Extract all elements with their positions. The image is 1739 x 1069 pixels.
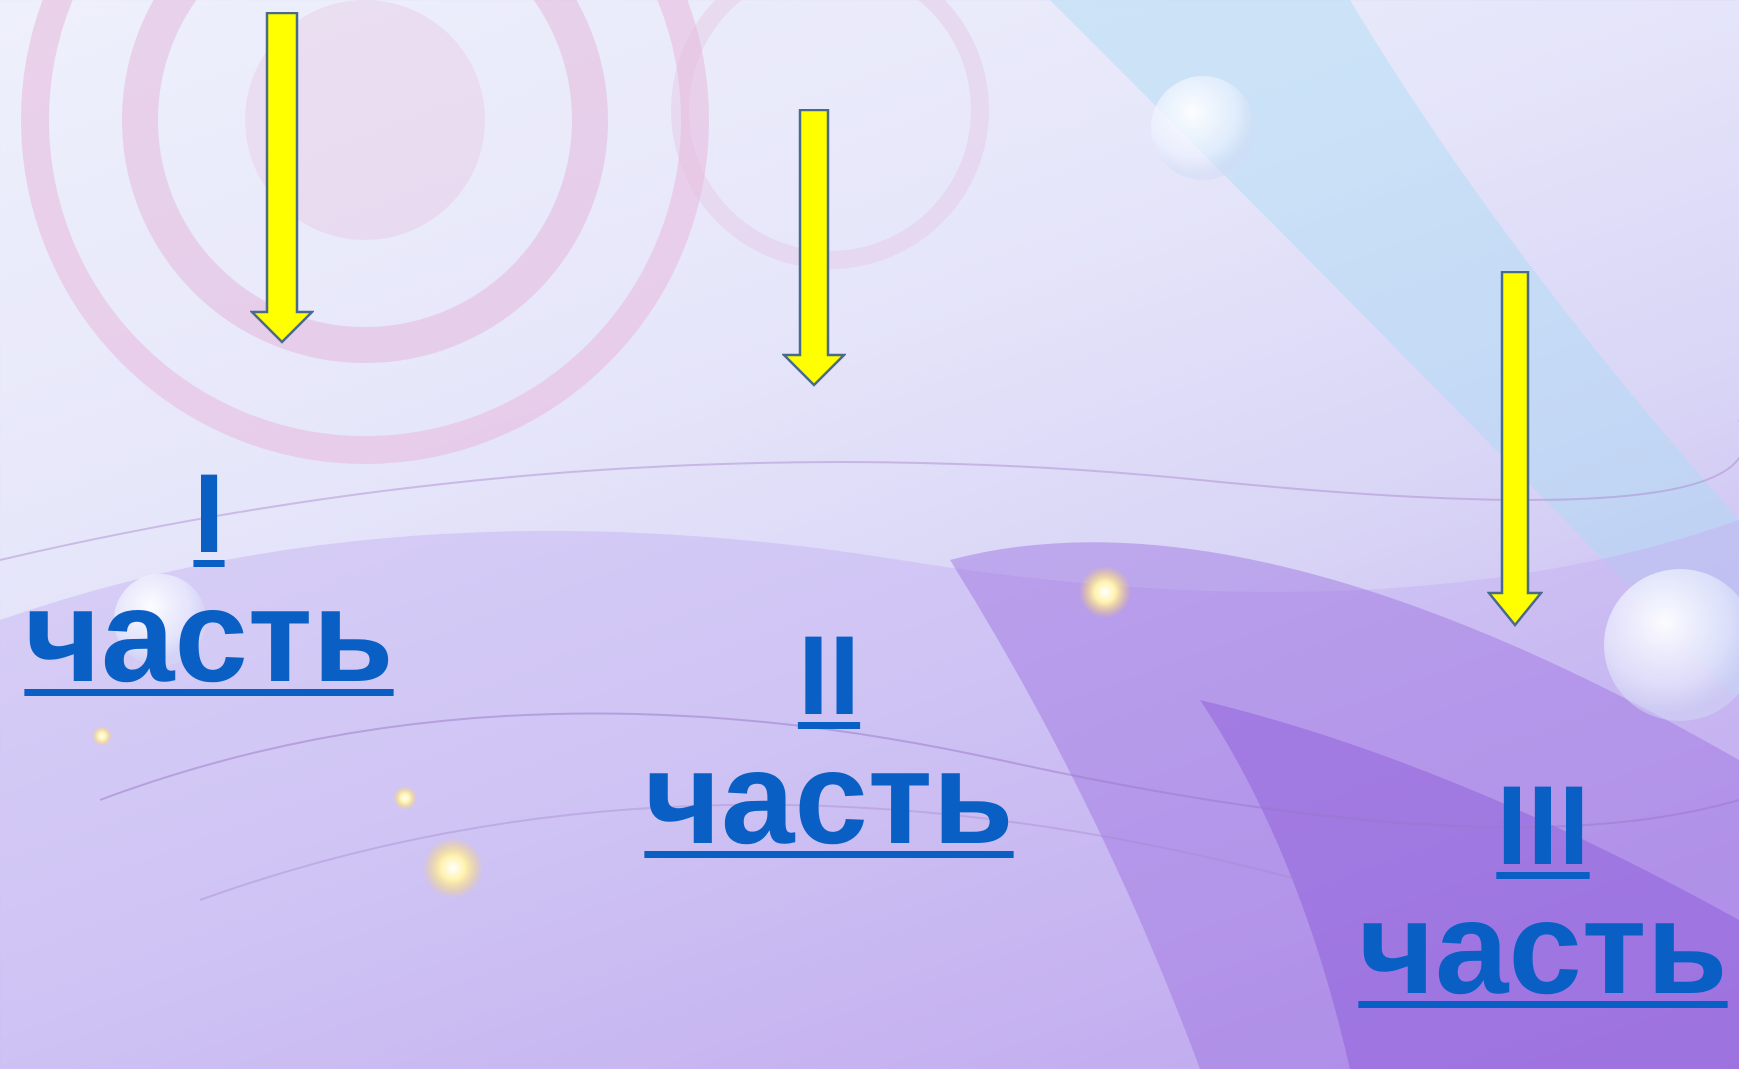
down-arrow-icon: [1487, 271, 1543, 627]
part-1-numeral: I: [193, 451, 225, 576]
part-2-link[interactable]: II часть: [626, 620, 1032, 864]
part-3-numeral: III: [1496, 763, 1590, 888]
part-2-numeral: II: [797, 613, 861, 738]
part-3-link[interactable]: III часть: [1340, 770, 1739, 1014]
down-arrow-icon: [782, 109, 846, 387]
part-1-word: часть: [24, 562, 394, 709]
bubble-icon: [114, 76, 1739, 721]
part-3-word: часть: [1358, 874, 1728, 1021]
down-arrow-icon: [250, 12, 314, 344]
part-1-link[interactable]: I часть: [6, 458, 412, 702]
sparkle-icon: [92, 566, 1131, 898]
part-2-word: часть: [644, 724, 1014, 871]
